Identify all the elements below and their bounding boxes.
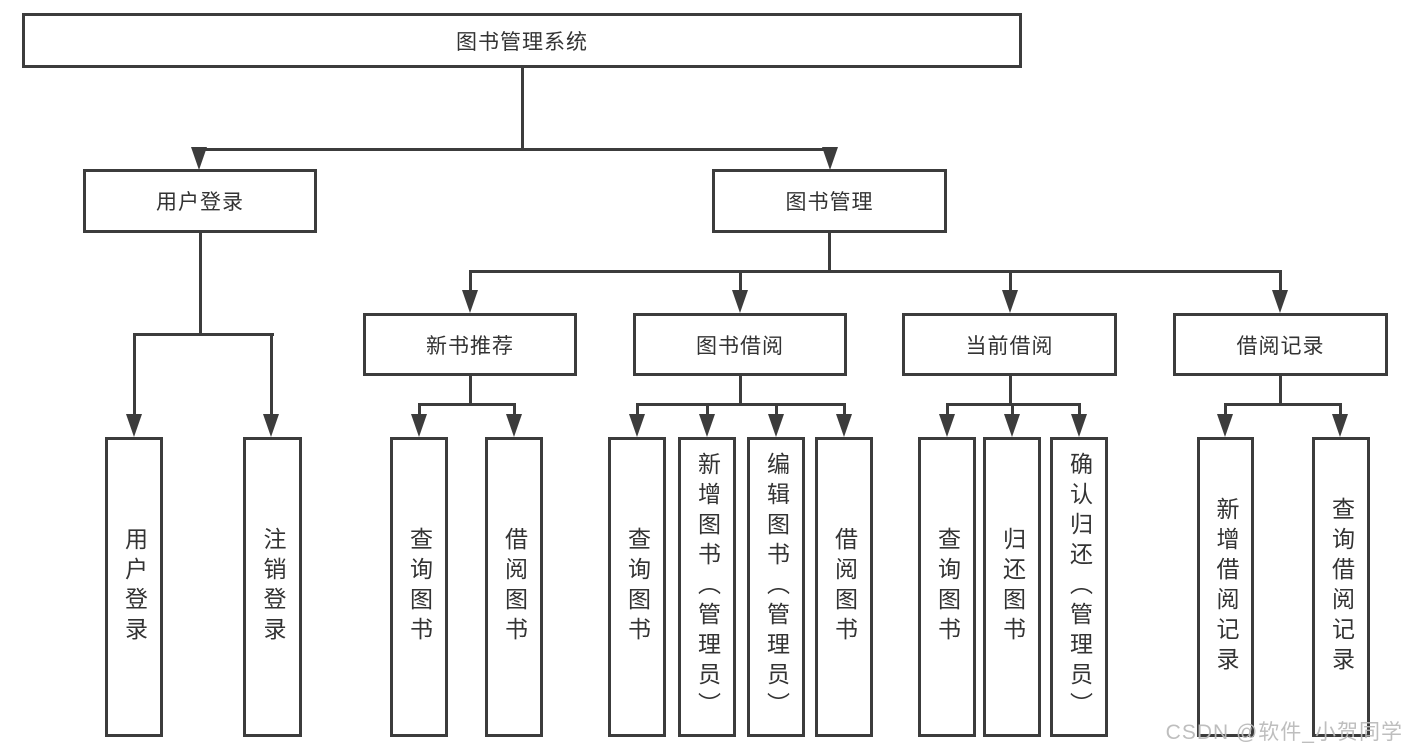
edge-new-book-drop-2 bbox=[513, 403, 516, 416]
node-label: 用户登录 bbox=[121, 527, 148, 647]
node-label: 编辑图书（管理员） bbox=[763, 452, 790, 722]
leaf-query-books: 查询图书 bbox=[390, 437, 448, 737]
arrowhead-to-user-login-leaf bbox=[126, 414, 142, 437]
edge-drop-borrowing-records bbox=[1279, 270, 1282, 292]
leaf-return-books: 归还图书 bbox=[983, 437, 1041, 737]
node-borrowing-records: 借阅记录 bbox=[1173, 313, 1388, 376]
arrowhead-leaf bbox=[939, 414, 955, 437]
edge-new-book-bar bbox=[418, 403, 516, 406]
edge-user-login-stem bbox=[199, 233, 202, 336]
edge-new-book-stem bbox=[469, 376, 472, 406]
edge-current-borrowing-drop-2 bbox=[1011, 403, 1014, 416]
node-label: 注销登录 bbox=[260, 527, 286, 647]
leaf-user-login: 用户登录 bbox=[105, 437, 163, 737]
leaf-confirm-return-admin: 确认归还（管理员） bbox=[1050, 437, 1108, 737]
arrowhead-to-current-borrowing bbox=[1002, 290, 1018, 313]
leaf-query-borrow-record: 查询借阅记录 bbox=[1312, 437, 1370, 737]
leaf-query-books: 查询图书 bbox=[608, 437, 666, 737]
node-new-book-recommend: 新书推荐 bbox=[363, 313, 577, 376]
leaf-logout: 注销登录 bbox=[243, 437, 302, 737]
node-label: 查询图书 bbox=[934, 527, 961, 647]
arrowhead-leaf bbox=[506, 414, 522, 437]
node-book-management: 图书管理 bbox=[712, 169, 947, 233]
arrowhead-to-new-book bbox=[462, 290, 478, 313]
edge-drop-current-borrowing bbox=[1009, 270, 1012, 292]
node-label: 确认归还（管理员） bbox=[1066, 452, 1093, 722]
node-label: 图书借阅 bbox=[696, 334, 784, 358]
arrowhead-leaf bbox=[699, 414, 715, 437]
arrowhead-leaf bbox=[1004, 414, 1020, 437]
node-user-login: 用户登录 bbox=[83, 169, 317, 233]
edge-borrowing-records-drop-1 bbox=[1224, 403, 1227, 416]
edge-user-login-bar bbox=[133, 333, 274, 336]
edge-borrowing-records-stem bbox=[1279, 376, 1282, 406]
arrowhead-leaf bbox=[629, 414, 645, 437]
node-library-management-system: 图书管理系统 bbox=[22, 13, 1022, 68]
edge-book-borrowing-drop-2 bbox=[706, 403, 709, 416]
edge-borrowing-records-bar bbox=[1224, 403, 1342, 406]
leaf-borrow-books: 借阅图书 bbox=[815, 437, 873, 737]
edge-root-stem bbox=[521, 68, 524, 150]
arrowhead-to-user-login bbox=[191, 147, 207, 170]
edge-drop-book-borrowing bbox=[739, 270, 742, 292]
node-label: 新增图书（管理员） bbox=[694, 452, 721, 722]
leaf-borrow-books: 借阅图书 bbox=[485, 437, 543, 737]
arrowhead-leaf bbox=[1217, 414, 1233, 437]
edge-book-borrowing-drop-4 bbox=[843, 403, 846, 416]
edge-root-bar bbox=[198, 148, 832, 151]
node-label: 新增借阅记录 bbox=[1213, 497, 1239, 677]
arrowhead-leaf bbox=[768, 414, 784, 437]
node-label: 查询图书 bbox=[406, 527, 433, 647]
edge-book-borrowing-drop-3 bbox=[775, 403, 778, 416]
node-label: 查询图书 bbox=[624, 527, 651, 647]
edge-current-borrowing-drop-1 bbox=[946, 403, 949, 416]
csdn-watermark: CSDN @软件_小贺同学 bbox=[1165, 721, 1403, 744]
arrowhead-leaf bbox=[411, 414, 427, 437]
node-label: 归还图书 bbox=[999, 527, 1026, 647]
edge-new-book-drop-1 bbox=[418, 403, 421, 416]
leaf-add-books-admin: 新增图书（管理员） bbox=[678, 437, 736, 737]
edge-book-borrowing-drop-1 bbox=[636, 403, 639, 416]
edge-book-borrowing-stem bbox=[739, 376, 742, 406]
node-label: 借阅图书 bbox=[501, 527, 528, 647]
arrowhead-to-logout-leaf bbox=[263, 414, 279, 437]
arrowhead-leaf bbox=[836, 414, 852, 437]
edge-current-borrowing-drop-3 bbox=[1078, 403, 1081, 416]
node-label: 图书管理系统 bbox=[456, 30, 588, 54]
leaf-add-borrow-record: 新增借阅记录 bbox=[1197, 437, 1254, 737]
arrowhead-to-borrowing-records bbox=[1272, 290, 1288, 313]
arrowhead-leaf bbox=[1332, 414, 1348, 437]
node-label: 借阅图书 bbox=[831, 527, 858, 647]
edge-user-login-drop-left bbox=[133, 333, 136, 415]
arrowhead-leaf bbox=[1071, 414, 1087, 437]
edge-book-management-stem bbox=[828, 233, 831, 273]
node-current-borrowing: 当前借阅 bbox=[902, 313, 1117, 376]
edge-borrowing-records-drop-2 bbox=[1339, 403, 1342, 416]
edge-book-management-bar bbox=[469, 270, 1282, 273]
edge-current-borrowing-stem bbox=[1009, 376, 1012, 406]
arrowhead-to-book-borrowing bbox=[732, 290, 748, 313]
edge-user-login-drop-right bbox=[270, 333, 273, 415]
node-label: 新书推荐 bbox=[426, 334, 514, 358]
node-label: 借阅记录 bbox=[1236, 334, 1325, 358]
node-label: 查询借阅记录 bbox=[1328, 497, 1355, 677]
node-label: 图书管理 bbox=[785, 191, 874, 214]
leaf-edit-books-admin: 编辑图书（管理员） bbox=[747, 437, 805, 737]
node-label: 用户登录 bbox=[156, 191, 244, 214]
node-label: 当前借阅 bbox=[965, 334, 1054, 358]
arrowhead-to-book-management bbox=[822, 147, 838, 170]
edge-drop-new-book bbox=[469, 270, 472, 292]
node-book-borrowing: 图书借阅 bbox=[633, 313, 847, 376]
edge-book-borrowing-bar bbox=[636, 403, 846, 406]
leaf-query-books: 查询图书 bbox=[918, 437, 976, 737]
